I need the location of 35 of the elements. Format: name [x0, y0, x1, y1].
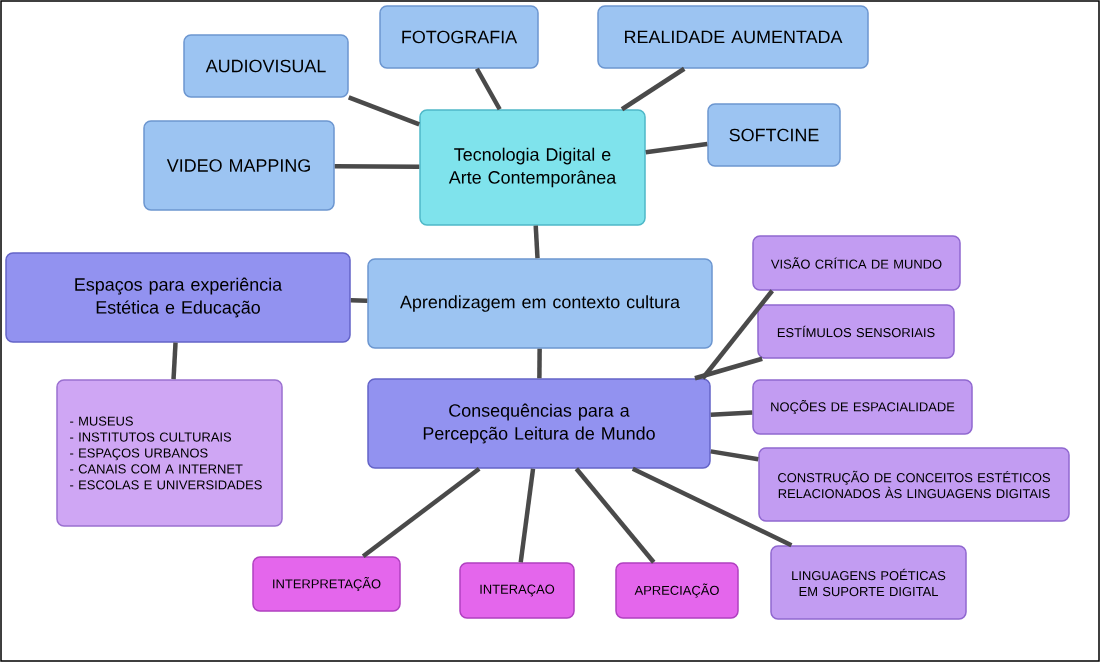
connector-line: [694, 356, 763, 381]
topic-box: Espaços para experiência Estética e Educação: [5, 252, 351, 343]
topic-box: Consequências para a Percepção Leitura de Mundo: [367, 378, 711, 469]
connector-line: [645, 141, 708, 155]
connector-line: [701, 289, 774, 380]
topic-box: CONSTRUÇÃO DE CONCEITOS ESTÉTICOS RELACIONADOS ÀS LINGUAGENS DIGITAIS: [758, 447, 1070, 522]
topic-box: AUDIOVISUAL: [183, 34, 349, 98]
topic-box: ESTÍMULOS SENSORIAIS: [757, 304, 955, 359]
connector-line: [518, 468, 536, 563]
connector-line: [361, 466, 481, 559]
topic-box: FOTOGRAFIA: [379, 5, 539, 69]
connector-line: [350, 298, 368, 303]
topic-box: SOFTCINE: [707, 103, 841, 167]
connector-line: [171, 342, 178, 380]
topic-box: APRECIAÇÃO: [615, 562, 739, 619]
topic-box: INTERPRETAÇÃO: [252, 556, 401, 612]
connector-line: [631, 466, 793, 548]
connector-line: [474, 67, 502, 111]
connector-line: [537, 348, 542, 379]
connector-line: [710, 449, 759, 462]
topic-box: Tecnologia Digital e Arte Contemporânea: [419, 109, 646, 226]
connector-line: [533, 225, 540, 259]
topic-box: VIDEO MAPPING: [143, 120, 335, 211]
topic-box: NOÇÕES DE ESPACIALIDADE: [752, 379, 973, 435]
connector-line: [574, 467, 656, 564]
topic-box: Aprendizagem em contexto cultura: [367, 258, 713, 349]
topic-box: REALIDADE AUMENTADA: [597, 5, 869, 69]
connector-line: [347, 95, 421, 127]
list-box: - MUSEUS - INSTITUTOS CULTURAIS - ESPAÇOS URBANOS - CANAIS COM A INTERNET - ESCOLAS E UNIVERSIDADES: [56, 379, 283, 527]
topic-box: LINGUAGENS POÉTICAS EM SUPORTE DIGITAL: [770, 545, 967, 620]
connector-line: [620, 66, 686, 112]
topic-box: INTERAÇAO: [459, 562, 575, 619]
connector-line: [710, 410, 753, 417]
connector-line: [334, 163, 420, 169]
topic-box: VISÃO CRÍTICA DE MUNDO: [752, 235, 961, 291]
